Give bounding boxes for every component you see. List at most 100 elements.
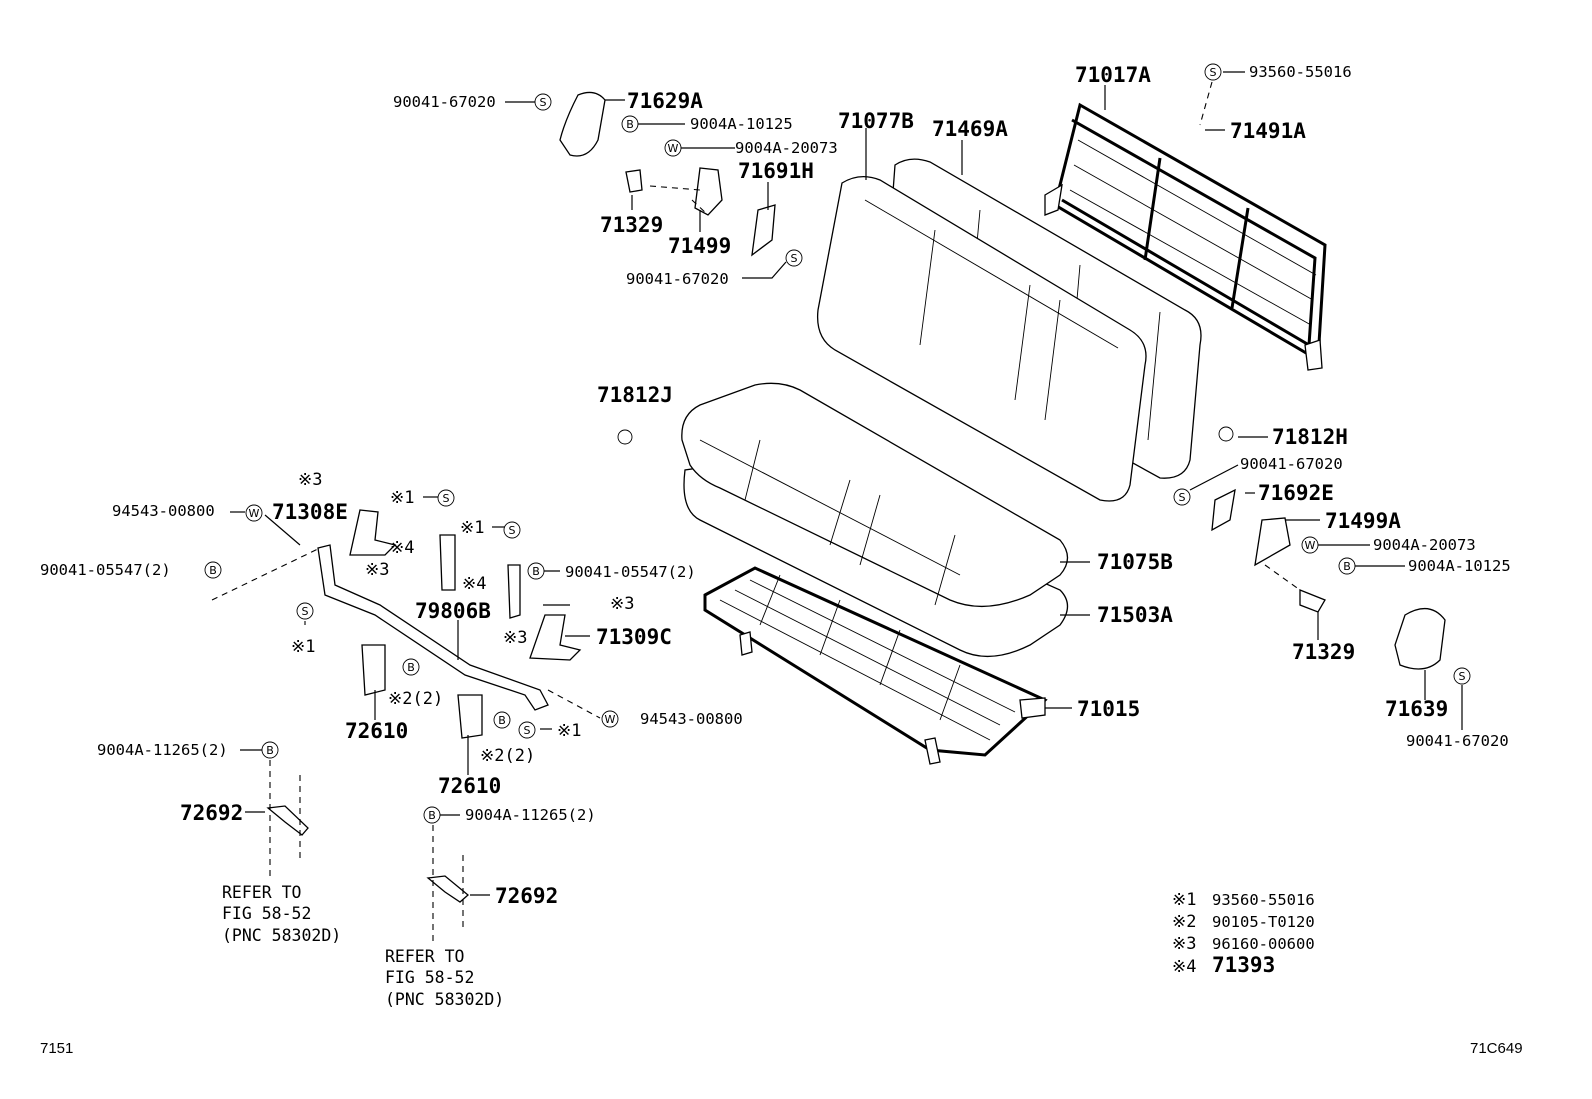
note-mark: ※4 — [390, 538, 414, 558]
label-9004A-10125: 9004A-10125 — [1408, 557, 1511, 575]
label-71499: 71499 — [668, 234, 731, 258]
screw-symbol-icon: S — [785, 249, 803, 267]
legend-part: 90105-T0120 — [1212, 913, 1315, 931]
svg-text:B: B — [266, 744, 274, 757]
svg-text:S: S — [509, 524, 516, 537]
note-mark: ※3 — [365, 560, 389, 580]
bolt-symbol-icon: B — [261, 741, 279, 759]
note-mark: ※2(2) — [480, 746, 535, 766]
label-71309C: 71309C — [596, 625, 672, 649]
label-71015: 71015 — [1077, 697, 1140, 721]
washer-symbol-icon: W — [601, 710, 619, 728]
washer-symbol-icon: W — [664, 139, 682, 157]
legend-mark: ※4 — [1172, 957, 1196, 977]
note-mark: ※1 — [557, 721, 581, 741]
screw-symbol-icon: S — [1204, 63, 1222, 81]
svg-text:W: W — [668, 142, 679, 155]
seatback-frame-illustration — [1044, 102, 1327, 371]
label-90041-67020: 90041-67020 — [1240, 455, 1343, 473]
svg-text:S: S — [524, 724, 531, 737]
screw-symbol-icon: S — [1173, 488, 1191, 506]
note-mark: ※2(2) — [388, 689, 443, 709]
svg-text:S: S — [1179, 491, 1186, 504]
svg-text:REFER TO: REFER TO — [222, 883, 301, 902]
fastener-symbols: S S B W S S W B S W B S S B S B B W S B … — [204, 63, 1471, 824]
label-90041-67020: 90041-67020 — [626, 270, 729, 288]
svg-text:W: W — [1305, 539, 1316, 552]
svg-text:B: B — [498, 714, 506, 727]
label-71017A: 71017A — [1075, 63, 1151, 87]
legend-part: 93560-55016 — [1212, 891, 1315, 909]
screw-symbol-icon: S — [534, 93, 552, 111]
svg-text:S: S — [791, 252, 798, 265]
label-9004A-10125: 9004A-10125 — [690, 115, 793, 133]
legend-mark: ※2 — [1172, 912, 1196, 932]
legend: ※1 93560-55016 ※2 90105-T0120 ※3 96160-0… — [1172, 890, 1315, 977]
refer-note-left: REFER TO FIG 58-52 (PNC 58302D) — [222, 883, 341, 945]
note-marks: ※3 ※1 ※4 ※3 ※1 ※1 ※4 ※3 ※3 ※2(2) ※1 ※2(2… — [291, 470, 634, 766]
screw-symbol-icon: S — [503, 521, 521, 539]
label-9004A-20073: 9004A-20073 — [735, 139, 838, 157]
seatback-cushions-illustration — [816, 158, 1202, 502]
label-94543-00800: 94543-00800 — [112, 502, 215, 520]
label-71812H: 71812H — [1272, 425, 1348, 449]
bolt-symbol-icon: B — [204, 561, 222, 579]
note-mark: ※1 — [460, 518, 484, 538]
svg-text:B: B — [626, 118, 634, 131]
note-mark: ※1 — [291, 637, 315, 657]
part-labels: 71017A 93560-55016 71491A 71077B 71469A … — [40, 63, 1511, 908]
label-71308E: 71308E — [272, 500, 348, 524]
label-72692: 72692 — [495, 884, 558, 908]
label-71491A: 71491A — [1230, 119, 1306, 143]
svg-text:B: B — [428, 809, 436, 822]
label-71629A: 71629A — [627, 89, 703, 113]
leader-lines — [211, 71, 1463, 945]
bolt-symbol-icon: B — [527, 562, 545, 580]
figure-number: 7151 — [40, 1040, 73, 1057]
illustration-code: 71C649 — [1470, 1040, 1523, 1057]
label-71812J: 71812J — [597, 383, 673, 407]
seat-frame-illustration — [703, 566, 1048, 765]
note-mark: ※1 — [390, 488, 414, 508]
label-90041-67020: 90041-67020 — [393, 93, 496, 111]
svg-text:B: B — [209, 564, 217, 577]
svg-text:(PNC 58302D): (PNC 58302D) — [222, 926, 341, 945]
screw-symbol-icon: S — [518, 721, 536, 739]
label-71692E: 71692E — [1258, 481, 1334, 505]
label-9004A-11265: 9004A-11265(2) — [465, 806, 596, 824]
label-71691H: 71691H — [738, 159, 814, 183]
svg-text:S: S — [540, 96, 547, 109]
label-71329: 71329 — [1292, 640, 1355, 664]
hinge-parts-left-illustration — [559, 91, 776, 257]
svg-text:REFER TO: REFER TO — [385, 947, 464, 966]
label-90041-05547: 90041-05547(2) — [565, 563, 696, 581]
label-90041-67020: 90041-67020 — [1406, 732, 1509, 750]
label-9004A-11265: 9004A-11265(2) — [97, 741, 228, 759]
label-71503A: 71503A — [1097, 603, 1173, 627]
screw-symbol-icon: S — [296, 602, 314, 620]
note-mark: ※3 — [610, 594, 634, 614]
bolt-symbol-icon: B — [493, 711, 511, 729]
svg-text:FIG 58-52: FIG 58-52 — [385, 968, 474, 987]
label-72610: 72610 — [345, 719, 408, 743]
label-72692: 72692 — [180, 801, 243, 825]
svg-text:B: B — [532, 565, 540, 578]
label-71077B: 71077B — [838, 109, 914, 133]
lower-rail-illustration — [266, 509, 582, 903]
screw-symbol-icon: S — [1453, 667, 1471, 685]
svg-text:S: S — [1210, 66, 1217, 79]
svg-text:W: W — [249, 507, 260, 520]
label-71469A: 71469A — [932, 117, 1008, 141]
svg-text:B: B — [407, 661, 415, 674]
svg-text:B: B — [1343, 560, 1351, 573]
label-71075B: 71075B — [1097, 550, 1173, 574]
legend-part: 96160-00600 — [1212, 935, 1315, 953]
label-90041-05547: 90041-05547(2) — [40, 561, 171, 579]
bolt-symbol-icon: B — [621, 115, 639, 133]
label-93560-55016: 93560-55016 — [1249, 63, 1352, 81]
seat-cushions-illustration — [681, 382, 1069, 658]
svg-text:S: S — [443, 492, 450, 505]
note-mark: ※4 — [462, 574, 486, 594]
note-mark: ※3 — [503, 628, 527, 648]
